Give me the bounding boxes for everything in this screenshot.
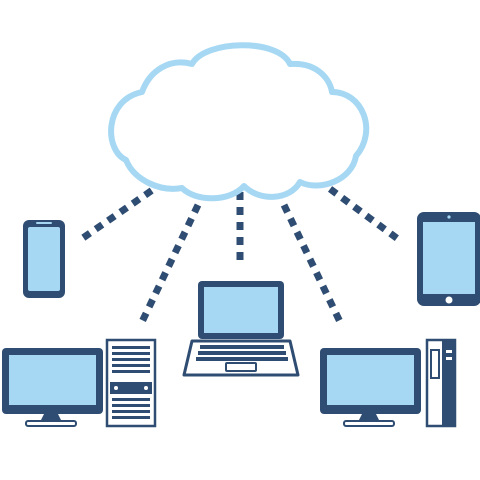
connector-desktop-right bbox=[280, 203, 346, 328]
smartphone-icon bbox=[23, 220, 65, 298]
keyboard bbox=[196, 345, 288, 361]
monitor-icon bbox=[320, 348, 421, 427]
laptop-icon bbox=[182, 281, 300, 377]
desktop-computer-right bbox=[320, 338, 457, 428]
tablet-icon bbox=[417, 212, 480, 306]
computer-tower-icon bbox=[425, 338, 457, 428]
connector-smartphone bbox=[78, 179, 166, 243]
cloud-icon bbox=[108, 42, 370, 202]
desktop-computer-left bbox=[2, 338, 157, 428]
monitor-icon bbox=[2, 348, 103, 427]
connections bbox=[78, 177, 405, 328]
connector-tablet bbox=[315, 177, 405, 245]
connector-desktop-left bbox=[136, 203, 202, 328]
computer-tower-icon bbox=[105, 338, 157, 428]
